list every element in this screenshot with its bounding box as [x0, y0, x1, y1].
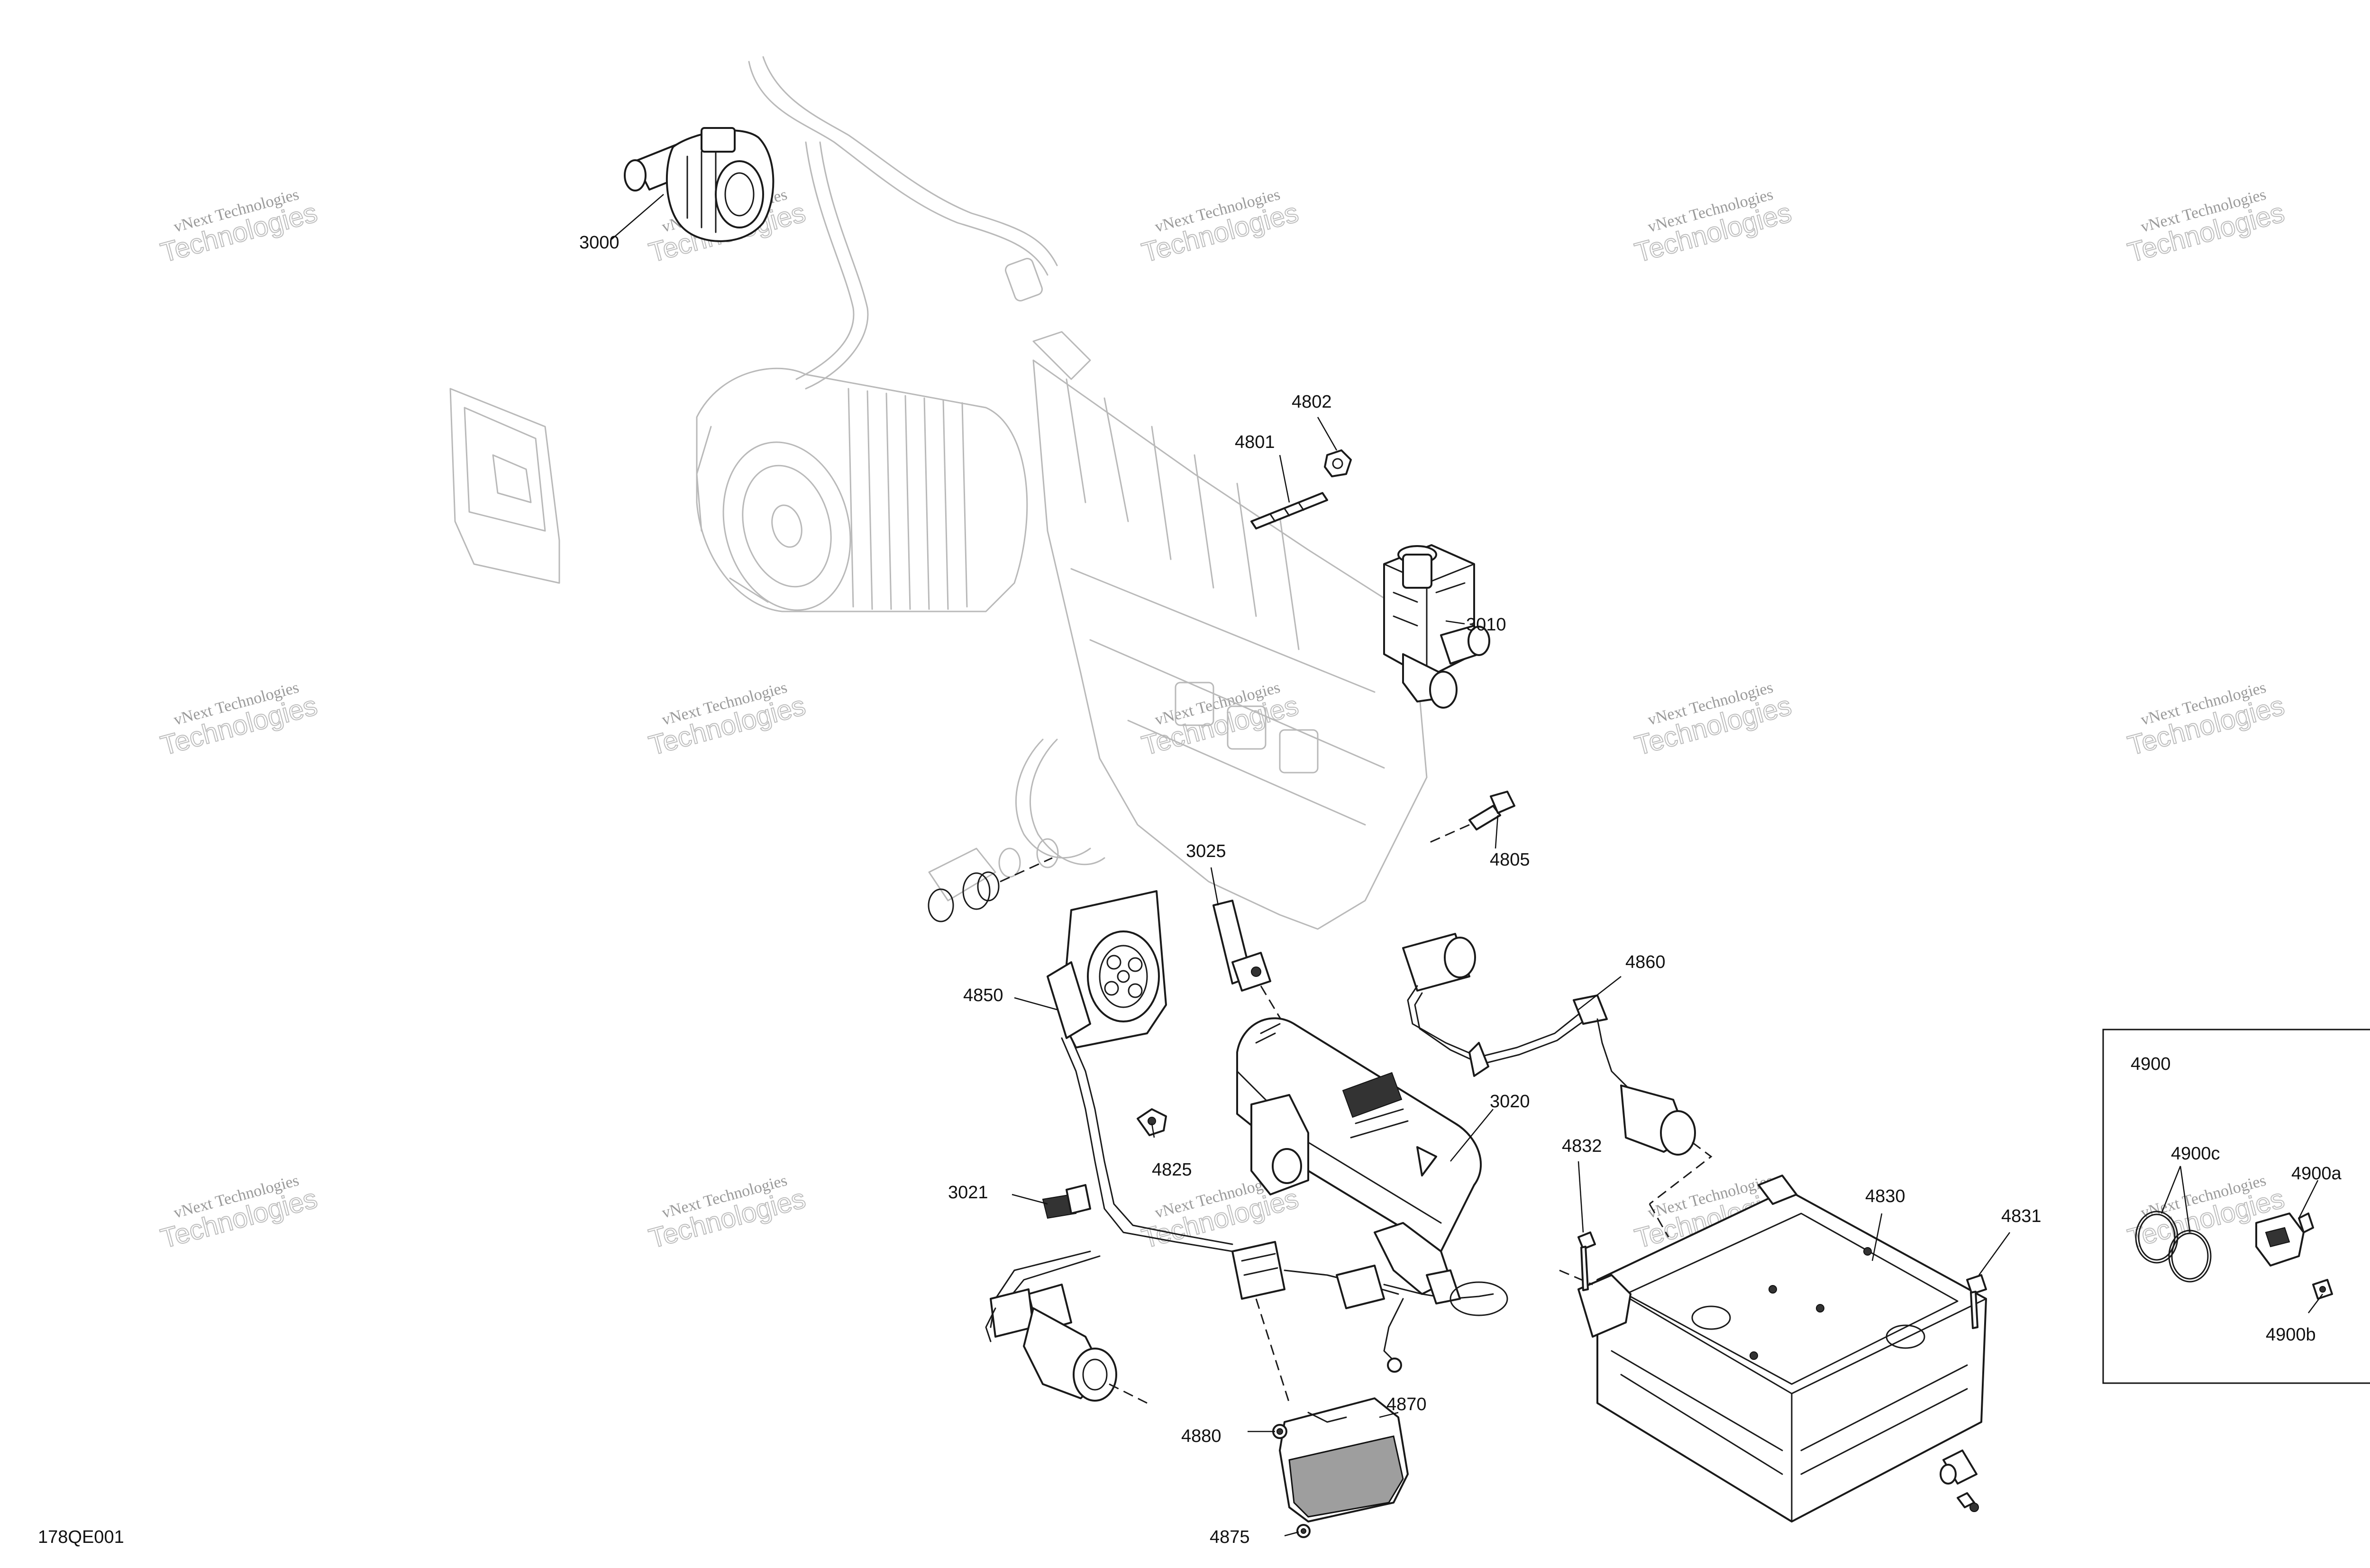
callout-4900a: 4900a: [2291, 1164, 2342, 1184]
part-4825-screw: [1137, 1108, 1167, 1136]
part-4830-charger: [1559, 1175, 1987, 1522]
part-4831-bolt: [1966, 1274, 1987, 1329]
callout-4805: 4805: [1490, 850, 1530, 870]
callout-3021: 3021: [948, 1183, 988, 1203]
callout-4832: 4832: [1562, 1136, 1602, 1156]
part-3025-sensor: [1212, 900, 1290, 1034]
callout-4900c: 4900c: [2171, 1144, 2220, 1164]
part-3010-valve: [1383, 544, 1490, 709]
part-4802-nut: [1324, 449, 1352, 477]
watermark: vNext Technologies Technologies: [2124, 679, 2288, 762]
callout-4831: 4831: [2001, 1206, 2042, 1226]
part-3020-heater: [1236, 1017, 1508, 1316]
watermark: vNext Technologies Technologies: [157, 679, 321, 762]
callout-4830: 4830: [1865, 1186, 1905, 1206]
part-4900c-o-rings: [2135, 1211, 2212, 1283]
inset-4900: 4900: [2102, 1029, 2370, 1384]
inset-title: 4900: [2131, 1054, 2171, 1074]
callout-4870: 4870: [1386, 1395, 1427, 1414]
callout-3000: 3000: [579, 233, 620, 253]
part-4900a-sensor: [2255, 1212, 2314, 1267]
part-4805-bolt: [1426, 791, 1515, 845]
inset-frame: [2102, 1029, 2370, 1384]
part-4875-nut: [1296, 1524, 1311, 1538]
part-3000-water-pump: [624, 127, 775, 242]
watermark: vNext Technologies Technologies: [1138, 679, 1302, 762]
harness-connectors: [985, 1241, 1494, 1404]
watermark: vNext Technologies Technologies: [645, 1172, 809, 1255]
watermark: vNext Technologies Technologies: [157, 186, 321, 269]
part-4850-charge-port: [990, 890, 1233, 1328]
part-4860-harness: [1402, 933, 1713, 1205]
watermark: vNext Technologies Technologies: [1631, 186, 1795, 269]
watermark: vNext Technologies Technologies: [645, 679, 809, 762]
leader-lines: [611, 194, 2323, 1537]
ghosted-background-assembly: [449, 56, 1428, 930]
part-4900b-screw: [2312, 1279, 2333, 1300]
callout-4802: 4802: [1292, 392, 1332, 412]
callout-4900b: 4900b: [2266, 1325, 2316, 1345]
part-4801-stud: [1250, 492, 1328, 529]
watermark: vNext Technologies Technologies: [1631, 679, 1795, 762]
figure-code: 178QE001: [38, 1527, 124, 1547]
watermarks: vNext Technologies Technologies vNext Te…: [157, 186, 2288, 1255]
callout-3025: 3025: [1186, 841, 1226, 861]
callout-4875: 4875: [1210, 1527, 1250, 1547]
watermark: vNext Technologies Technologies: [157, 1172, 321, 1255]
callout-4801: 4801: [1235, 432, 1275, 452]
callout-4850: 4850: [963, 985, 1003, 1005]
part-4880-screw: [1272, 1424, 1287, 1439]
part-3021-clip: [1042, 1184, 1091, 1219]
part-4832-bolt: [1577, 1231, 1596, 1291]
watermark: vNext Technologies Technologies: [1138, 186, 1302, 269]
callout-3020: 3020: [1490, 1092, 1530, 1112]
watermark: vNext Technologies Technologies: [2124, 186, 2288, 269]
callout-4860: 4860: [1625, 952, 1666, 972]
callout-4825: 4825: [1152, 1160, 1192, 1180]
callout-3010: 3010: [1466, 615, 1506, 635]
callout-4880: 4880: [1181, 1426, 1221, 1446]
callouts: 3000 4802 4801 3010 4805 3025 4860 4850 …: [579, 233, 2342, 1547]
part-4870-module: [1279, 1397, 1409, 1522]
